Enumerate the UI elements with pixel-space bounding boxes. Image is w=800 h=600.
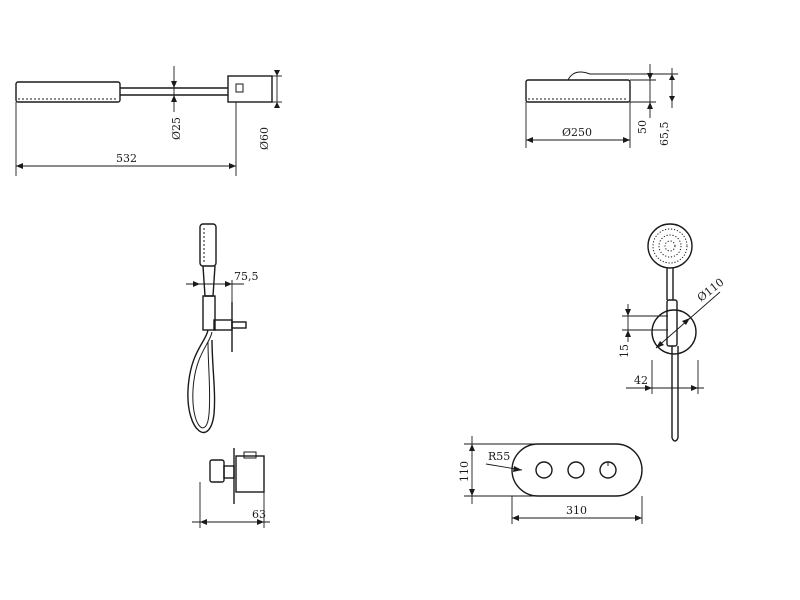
- dim-head-length: 532: [116, 152, 137, 165]
- valve-knob: [209, 459, 225, 483]
- outlet-nut: [231, 321, 247, 329]
- flange-detail: [235, 83, 244, 93]
- control-knob-left: [535, 461, 553, 479]
- arm-profile: [567, 71, 646, 81]
- control-plate-front-view: R55 110 310: [458, 436, 643, 524]
- dim-plate-width: 310: [566, 504, 587, 517]
- overhead-shower-side-view: Ø25 Ø60 532: [15, 66, 282, 176]
- dim-hand-outlet-projection: 75,5: [234, 270, 259, 283]
- hand-shower-front-view: Ø110 15 42: [618, 223, 726, 442]
- valve-stem: [223, 465, 235, 479]
- wall-flange: [227, 75, 273, 103]
- holder-grip: [666, 299, 678, 347]
- shower-head-body: [15, 81, 121, 103]
- dim-valve-depth: 63: [252, 508, 266, 521]
- dim-flange-diameter: Ø60: [258, 127, 271, 150]
- dim-holder-offset-vertical: 15: [618, 344, 631, 358]
- hose-inner: [192, 331, 213, 429]
- holder-disc: [651, 309, 697, 355]
- dim-head-total-height: 65,5: [658, 122, 671, 147]
- control-knob-middle: [567, 461, 585, 479]
- dim-arm-diameter: Ø25: [170, 117, 183, 140]
- dim-plate-height: 110: [458, 461, 471, 482]
- hand-shower-front-head: [647, 223, 693, 269]
- dim-holder-offset-horizontal: 42: [634, 374, 648, 387]
- valve-side-view: 63: [192, 448, 270, 528]
- wall-outlet: [213, 319, 233, 331]
- handle-end: [671, 437, 679, 442]
- hand-shower-handle: [202, 265, 216, 297]
- hand-shower-side-view: 75,5: [186, 223, 259, 434]
- shower-head-front: [525, 79, 631, 103]
- dim-head-thickness: 50: [636, 120, 649, 134]
- valve-body: [235, 455, 265, 493]
- dim-plate-radius: R55: [488, 450, 510, 463]
- control-plate: [511, 443, 643, 497]
- dim-head-diameter: Ø250: [562, 126, 592, 139]
- shower-head-front-view: Ø250 50 65,5: [525, 64, 678, 148]
- hand-shower-head: [199, 223, 217, 267]
- front-handle-neck: [666, 268, 674, 300]
- hose-outer: [187, 329, 216, 434]
- hand-shower-grip: [202, 295, 216, 331]
